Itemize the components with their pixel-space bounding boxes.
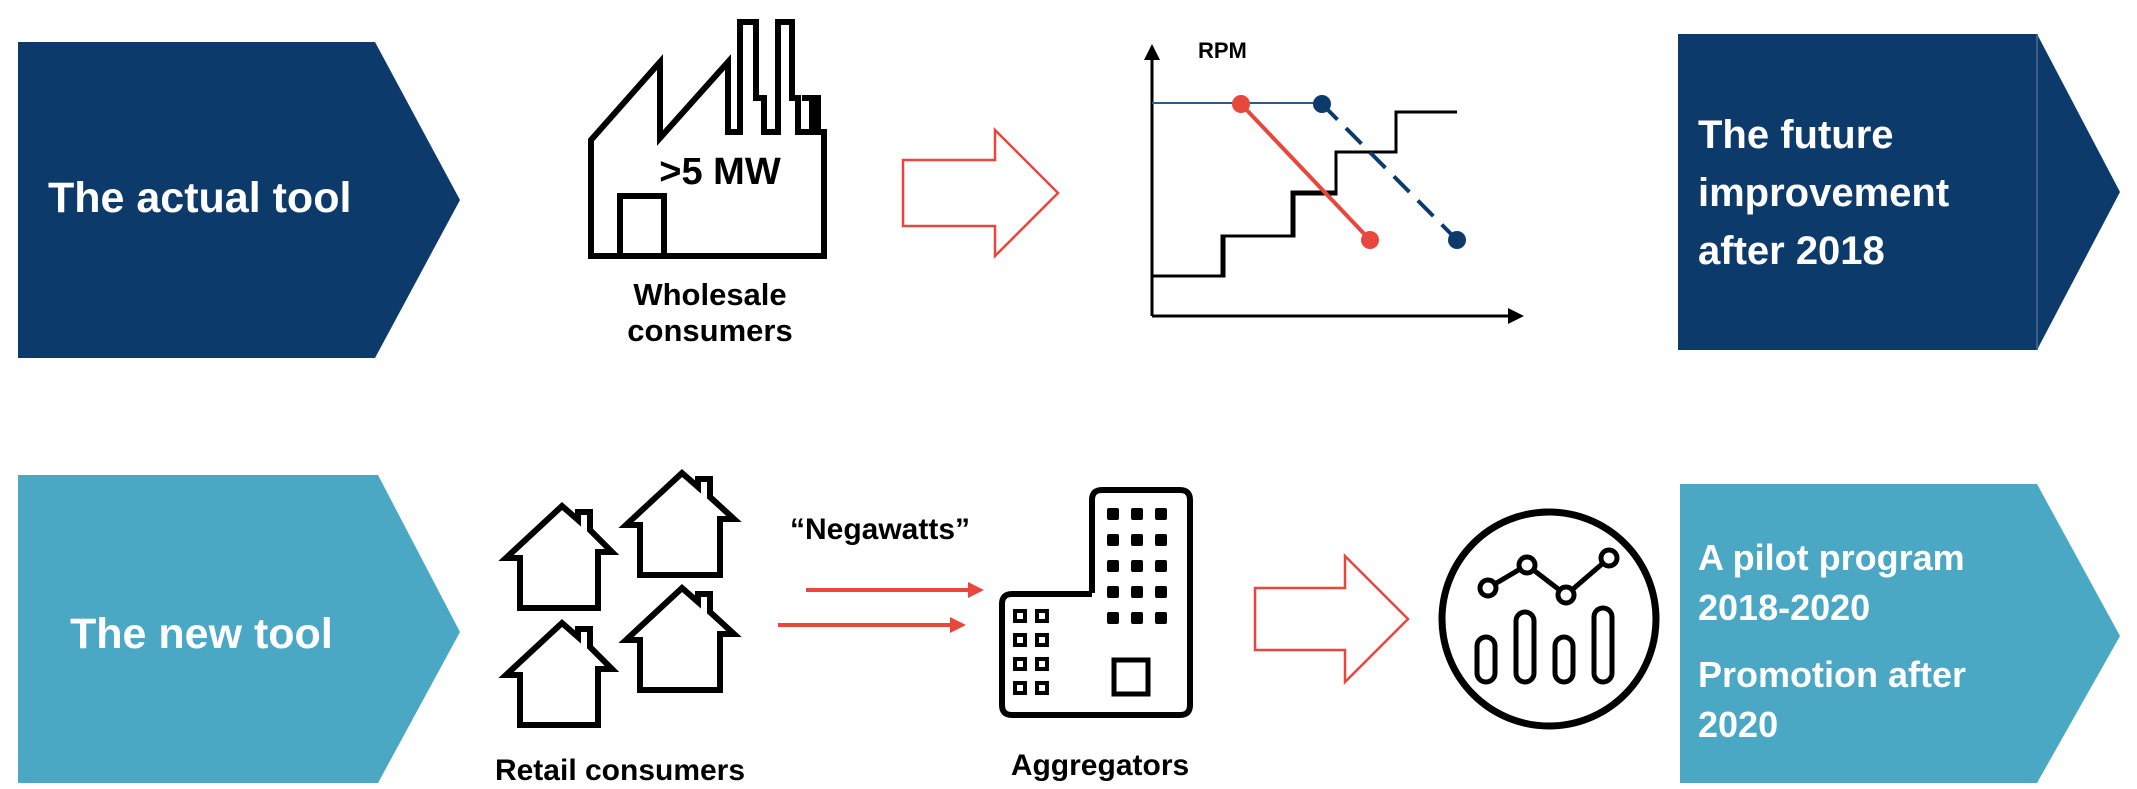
- chart-rpm-label: RPM: [1198, 38, 1247, 63]
- supply-steps: [1152, 110, 1457, 278]
- negawatts-label: “Negawatts”: [789, 513, 971, 546]
- future-improvement-line2: improvement: [1698, 171, 1950, 215]
- factory-capacity-label: >5 MW: [659, 151, 781, 193]
- navy-point-bottom: [1448, 231, 1466, 249]
- red-demand-line: [1239, 102, 1372, 242]
- aggregators-caption: Aggregators: [1010, 749, 1190, 782]
- house-icon-2: [618, 468, 742, 578]
- pilot-program-line2: 2018-2020: [1698, 587, 1871, 628]
- red-point-bottom: [1361, 231, 1379, 249]
- wholesale-caption-line2: consumers: [627, 313, 793, 348]
- navy-point-top: [1313, 95, 1331, 113]
- house-icon-3: [498, 618, 620, 728]
- retail-consumers-caption: Retail consumers: [494, 754, 746, 787]
- actual-tool-label: The actual tool: [48, 174, 352, 222]
- new-tool-label: The new tool: [70, 610, 333, 658]
- pilot-program-line4: 2020: [1698, 704, 1779, 745]
- pilot-program-line3: Promotion after: [1698, 654, 1967, 695]
- wholesale-caption-line1: Wholesale: [633, 277, 787, 312]
- future-improvement-line3: after 2018: [1698, 229, 1885, 273]
- chart-x-axis-arrow: [1508, 308, 1524, 324]
- house-icon-4: [618, 583, 742, 693]
- future-improvement-line1: The future: [1698, 113, 1894, 157]
- pilot-program-line1: A pilot program: [1698, 537, 1965, 578]
- red-point-top: [1232, 95, 1250, 113]
- chart-y-axis-arrow: [1144, 44, 1160, 60]
- house-icon-1: [498, 501, 620, 611]
